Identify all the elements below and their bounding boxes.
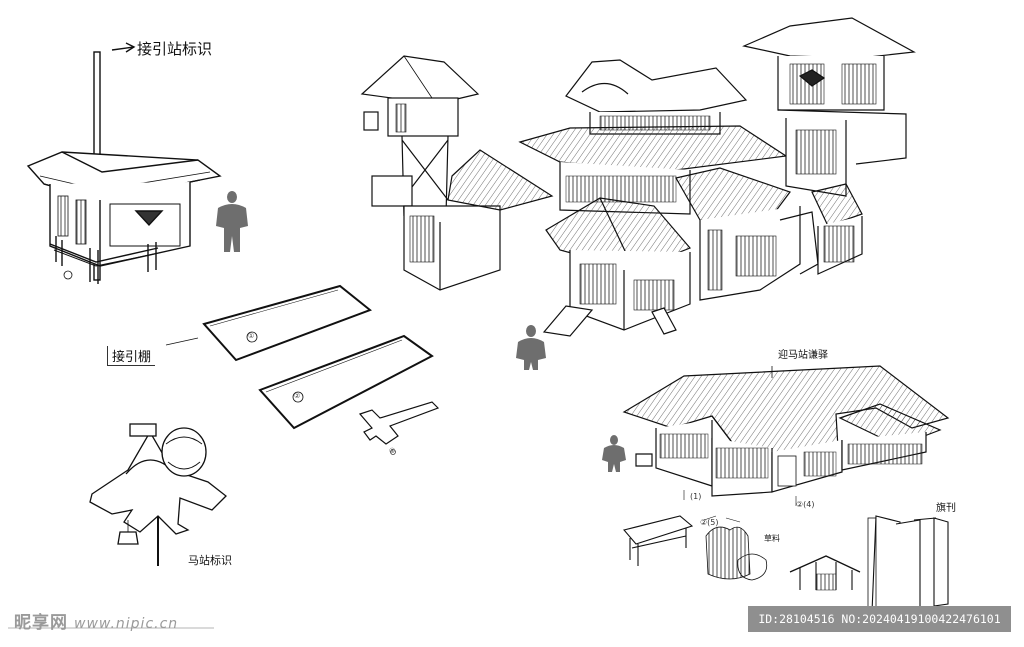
annotation-circle-3: ③	[389, 447, 396, 455]
annotation-scroll-label: 旗刊	[936, 503, 956, 514]
stable-building-sketch	[622, 365, 950, 506]
annotation-tiny-a: (1)	[690, 492, 702, 501]
annotation-stable-label: 迎马站谦驿	[778, 350, 828, 361]
annotation-circle-1: ①	[248, 332, 255, 340]
horse-station-sign-sketch	[89, 423, 227, 566]
annotation-hay-label: 草料	[764, 534, 780, 543]
pavilion-sketch	[26, 42, 222, 284]
props-sketches	[623, 515, 949, 613]
watermark-site-name: 昵享网	[14, 613, 68, 633]
annotation-tiny-b: ②(4)	[796, 500, 815, 509]
annotation-platform-label: 接引棚	[107, 346, 156, 366]
watermark-site-url: www.nipic.cn	[74, 616, 179, 632]
main-complex-sketch	[360, 17, 916, 337]
platform-plans	[165, 284, 440, 455]
watermark-id-bar: ID:28104516 NO:20240419100422476101	[748, 606, 1011, 632]
watermark-site: 昵享网 www.nipic.cn	[14, 608, 178, 633]
annotation-circle-2: ②	[294, 392, 301, 400]
scale-figure-silhouette-3	[602, 435, 626, 472]
annotation-horse-station-sign: 马站标识	[188, 554, 232, 567]
annotation-post-sign: 接引站标识	[137, 40, 213, 58]
annotation-tiny-c: ②(5)	[700, 518, 719, 527]
scale-figure-silhouette-2	[516, 325, 546, 370]
scale-figure-silhouette-1	[216, 191, 248, 252]
